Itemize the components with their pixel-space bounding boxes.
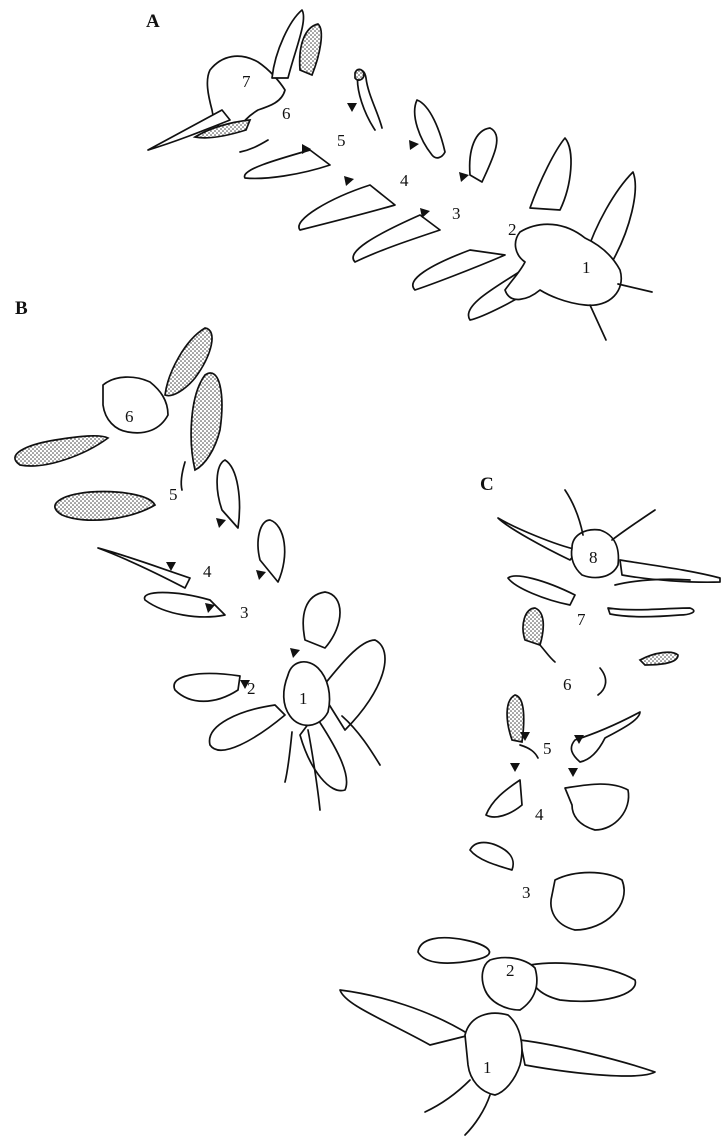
panel-c-appendage-4-right bbox=[565, 784, 629, 830]
panel-b-label: B bbox=[15, 298, 28, 319]
panel-b-arrowhead-6 bbox=[216, 518, 226, 528]
panel-b-appendage-1-left bbox=[210, 705, 285, 750]
panel-b: B 1 2 3 4 5 6 bbox=[15, 298, 385, 810]
panel-b-appendage-6-shaded-right bbox=[191, 373, 222, 470]
panel-a-segment-number-3: 3 bbox=[452, 204, 461, 223]
panel-a-label: A bbox=[146, 11, 160, 32]
panel-a-appendage-3-upper bbox=[470, 128, 497, 182]
panel-a-appendage-6-link bbox=[240, 140, 268, 152]
panel-b-leg-1b bbox=[285, 732, 292, 782]
panel-b-segment-number-2: 2 bbox=[247, 679, 256, 698]
panel-c-segment-number-7: 7 bbox=[577, 610, 586, 629]
panel-c-appendage-4-left bbox=[486, 780, 522, 817]
panel-b-segment-number-1: 1 bbox=[299, 689, 308, 708]
panel-b-appendage-4-spike bbox=[98, 548, 190, 588]
panel-b-segment-number-6: 6 bbox=[125, 407, 134, 426]
panel-c-appendage-6-shaded-right bbox=[640, 652, 678, 665]
panel-a-appendage-2-upper bbox=[530, 138, 571, 210]
panel-a-arrowhead-3 bbox=[409, 140, 419, 150]
panel-c-segment-number-6: 6 bbox=[563, 675, 572, 694]
panel-a-segment-number-6: 6 bbox=[282, 104, 291, 123]
panel-a-appendage-3-lower bbox=[353, 215, 440, 262]
panel-c-appendage-3-right bbox=[551, 873, 624, 931]
panel-c-appendage-2-right bbox=[530, 963, 636, 1001]
panel-c-seta-8a bbox=[565, 490, 583, 535]
panel-c-segment-number-4: 4 bbox=[535, 805, 544, 824]
panel-a-appendage-7-shaded bbox=[300, 24, 322, 75]
panel-b-appendage-5-shaded bbox=[55, 492, 155, 521]
panel-c-link-5 bbox=[520, 745, 538, 758]
panel-b-segment-number-5: 5 bbox=[169, 485, 178, 504]
panel-c-appendage-6-shaded-left bbox=[523, 608, 543, 645]
panel-c-label: C bbox=[480, 474, 494, 495]
panel-b-appendage-6-shaded-left bbox=[15, 436, 108, 466]
panel-b-segment-number-4: 4 bbox=[203, 562, 212, 581]
panel-c-segment-number-1: 1 bbox=[483, 1058, 492, 1077]
panel-b-link-6 bbox=[181, 462, 185, 490]
panel-b-appendage-4-upper bbox=[217, 460, 239, 528]
panel-b-appendage-1-right bbox=[320, 640, 385, 730]
panel-a-appendage-5-tip bbox=[355, 69, 364, 80]
panel-c-segment-number-5: 5 bbox=[543, 739, 552, 758]
panel-a-spine-1a bbox=[618, 284, 652, 292]
panel-a-segment-number-2: 2 bbox=[508, 220, 517, 239]
panel-a-appendage-4-upper bbox=[415, 100, 445, 158]
panel-a-arrowhead-5 bbox=[459, 172, 469, 182]
panel-a-segment-number-5: 5 bbox=[337, 131, 346, 150]
panel-a-appendage-7-upper bbox=[272, 10, 304, 78]
panel-a-segment-number-1: 1 bbox=[582, 258, 591, 277]
panel-c-appendage-3-left bbox=[470, 843, 513, 871]
panel-c-arrowhead-4 bbox=[568, 768, 578, 777]
panel-c-appendage-2-left bbox=[418, 938, 489, 963]
panel-c-appendage-5-shaded bbox=[507, 695, 524, 742]
panel-b-segment-6-body bbox=[103, 377, 168, 433]
panel-c: C bbox=[340, 474, 720, 1135]
panel-a-appendage-4-lower bbox=[299, 185, 395, 230]
panel-b-arrowhead-2 bbox=[290, 648, 300, 658]
panel-c-appendage-8-left bbox=[498, 518, 578, 560]
panel-c-link-6a bbox=[540, 645, 555, 662]
panel-c-segment-number-3: 3 bbox=[522, 883, 531, 902]
panel-c-leg-1a bbox=[425, 1080, 470, 1112]
panel-b-appendage-1-lower-right bbox=[300, 715, 347, 791]
panel-b-arrowhead-4 bbox=[256, 570, 266, 580]
panel-c-appendage-1-right bbox=[520, 1040, 655, 1076]
panel-c-segment-1-body bbox=[465, 1013, 522, 1095]
panel-a-segment-number-4: 4 bbox=[400, 171, 409, 190]
panel-c-appendage-7-left bbox=[508, 576, 575, 605]
panel-c-appendage-1-left bbox=[340, 990, 470, 1045]
panel-a-appendage-5-lower bbox=[245, 150, 330, 178]
panel-b-segment-number-3: 3 bbox=[240, 603, 249, 622]
panel-a-appendage-2-lower bbox=[413, 250, 505, 290]
panel-c-appendage-7-right bbox=[608, 608, 694, 617]
panel-c-seta-8b bbox=[612, 510, 655, 540]
panel-a-arrowhead-2 bbox=[347, 103, 357, 112]
panel-c-arrowhead-3 bbox=[510, 763, 520, 772]
panel-c-leg-1b bbox=[465, 1095, 490, 1135]
panel-a-arrowhead-4 bbox=[344, 176, 354, 186]
panel-a-segment-number-7: 7 bbox=[242, 72, 251, 91]
panel-c-link-6b bbox=[598, 668, 606, 695]
panel-b-appendage-2-upper bbox=[303, 592, 340, 648]
panel-a: A 1 2 3 4 bbox=[146, 10, 652, 340]
panel-c-segment-number-2: 2 bbox=[506, 961, 515, 980]
panel-c-segment-number-8: 8 bbox=[589, 548, 598, 567]
panel-a-spine-1b bbox=[590, 305, 606, 340]
panel-b-appendage-2-left bbox=[174, 674, 240, 702]
